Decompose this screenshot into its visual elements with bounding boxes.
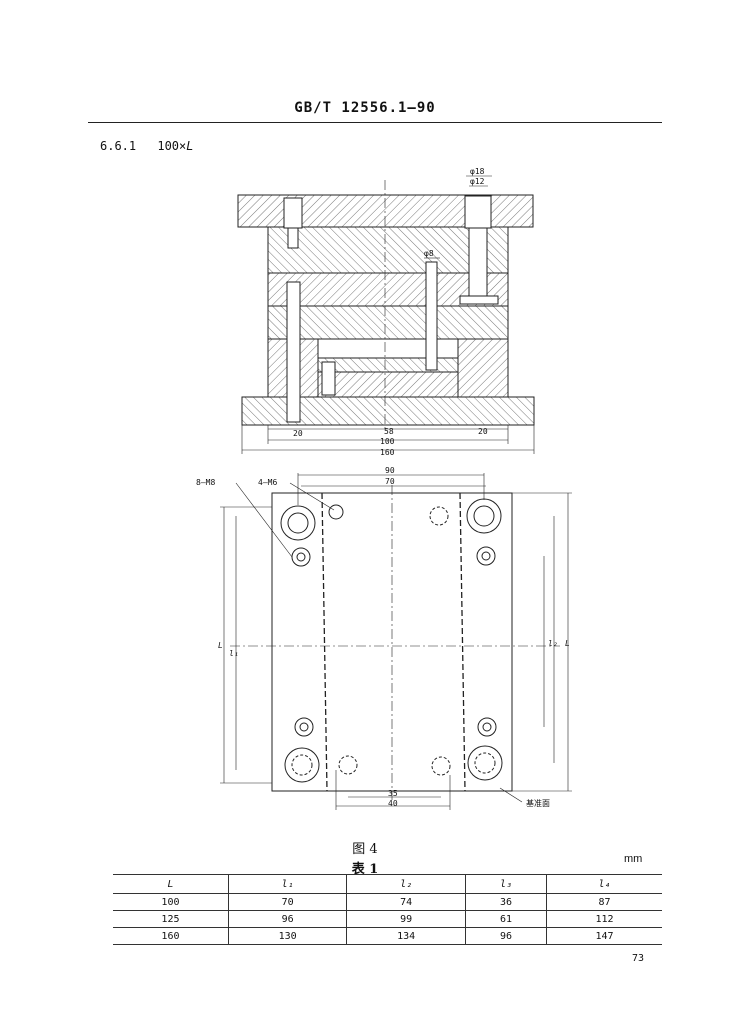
screw-m6-br — [431, 756, 451, 776]
screw-m8-r — [476, 546, 496, 566]
screw-m6-tl — [328, 504, 344, 520]
long-screw-left — [286, 281, 301, 423]
dim-label-l2: l₂ — [548, 639, 558, 648]
guide-bush-bl — [284, 747, 320, 783]
dim-right-20: 20 — [478, 427, 488, 436]
dim-label-L-left: L — [218, 641, 223, 650]
plan-view — [220, 473, 572, 810]
dim-160: 160 — [380, 448, 395, 457]
guide-bush-tl — [280, 505, 316, 541]
section-heading: 6.6.1 100×L — [100, 139, 194, 153]
upper-die-plate — [267, 226, 509, 274]
technical-drawing: φ18 φ12 φ8 20 58 20 100 160 — [196, 167, 572, 810]
section-number: 6.6.1 — [100, 139, 137, 153]
screw-m6-bl — [338, 755, 358, 775]
bottom-clamp-plate — [241, 396, 535, 426]
dim-phi8: φ8 — [424, 249, 434, 258]
return-pin — [425, 261, 438, 371]
die-plate — [267, 305, 509, 340]
header-rule — [88, 122, 662, 123]
guide-bush-head — [464, 195, 492, 229]
header-l3: l₃ — [464, 874, 548, 894]
socket-screw-top — [283, 197, 303, 229]
guide-bush-tr — [466, 498, 502, 534]
dim-70: 70 — [385, 477, 395, 486]
dim-label-l1: l₁ — [229, 649, 239, 658]
guide-pin — [468, 227, 488, 301]
screw-m6-tr — [429, 506, 449, 526]
standard-code-header: GB/T 12556.1—90 — [294, 100, 436, 116]
figure-caption: 图 4 — [352, 842, 378, 857]
header-l1: l₁ — [227, 874, 348, 894]
section-view — [237, 175, 535, 454]
section-title: 100×L — [157, 139, 194, 153]
callout-4-m6: 4—M6 — [258, 478, 277, 487]
right-support-block — [457, 338, 509, 398]
header-l4: l₄ — [546, 874, 662, 894]
dim-left-20: 20 — [293, 429, 303, 438]
datum-surface-label: 基准面 — [526, 798, 550, 808]
dim-phi18: φ18 — [470, 167, 485, 176]
dim-40: 40 — [388, 799, 398, 808]
dim-35: 35 — [388, 789, 398, 798]
dim-90: 90 — [385, 466, 395, 475]
dim-100: 100 — [380, 437, 395, 446]
page-number: 73 — [632, 953, 645, 964]
table-header-row: L l₁ l₂ l₃ l₄ — [113, 874, 662, 894]
dim-phi12: φ12 — [470, 177, 485, 186]
dim-58: 58 — [384, 427, 394, 436]
ejector-retainer — [317, 371, 459, 398]
header-l2: l₂ — [346, 874, 466, 894]
callout-8-m8: 8—M8 — [196, 478, 215, 487]
unit-label: mm — [624, 853, 643, 865]
screw-m8-l — [291, 547, 311, 567]
dimension-table: L l₁ l₂ l₃ l₄ 100 70 74 36 87 125 96 99 … — [113, 874, 662, 945]
ejector-screw — [321, 361, 336, 396]
table-row: 100 70 74 36 87 — [113, 893, 662, 911]
dim-label-L-right: L — [565, 639, 570, 648]
guide-bush-br — [467, 745, 503, 781]
header-L: L — [113, 874, 229, 894]
table-row: 160 130 134 96 147 — [113, 927, 662, 945]
table-row: 125 96 99 61 112 — [113, 910, 662, 928]
table-caption: 表 1 — [351, 862, 379, 877]
